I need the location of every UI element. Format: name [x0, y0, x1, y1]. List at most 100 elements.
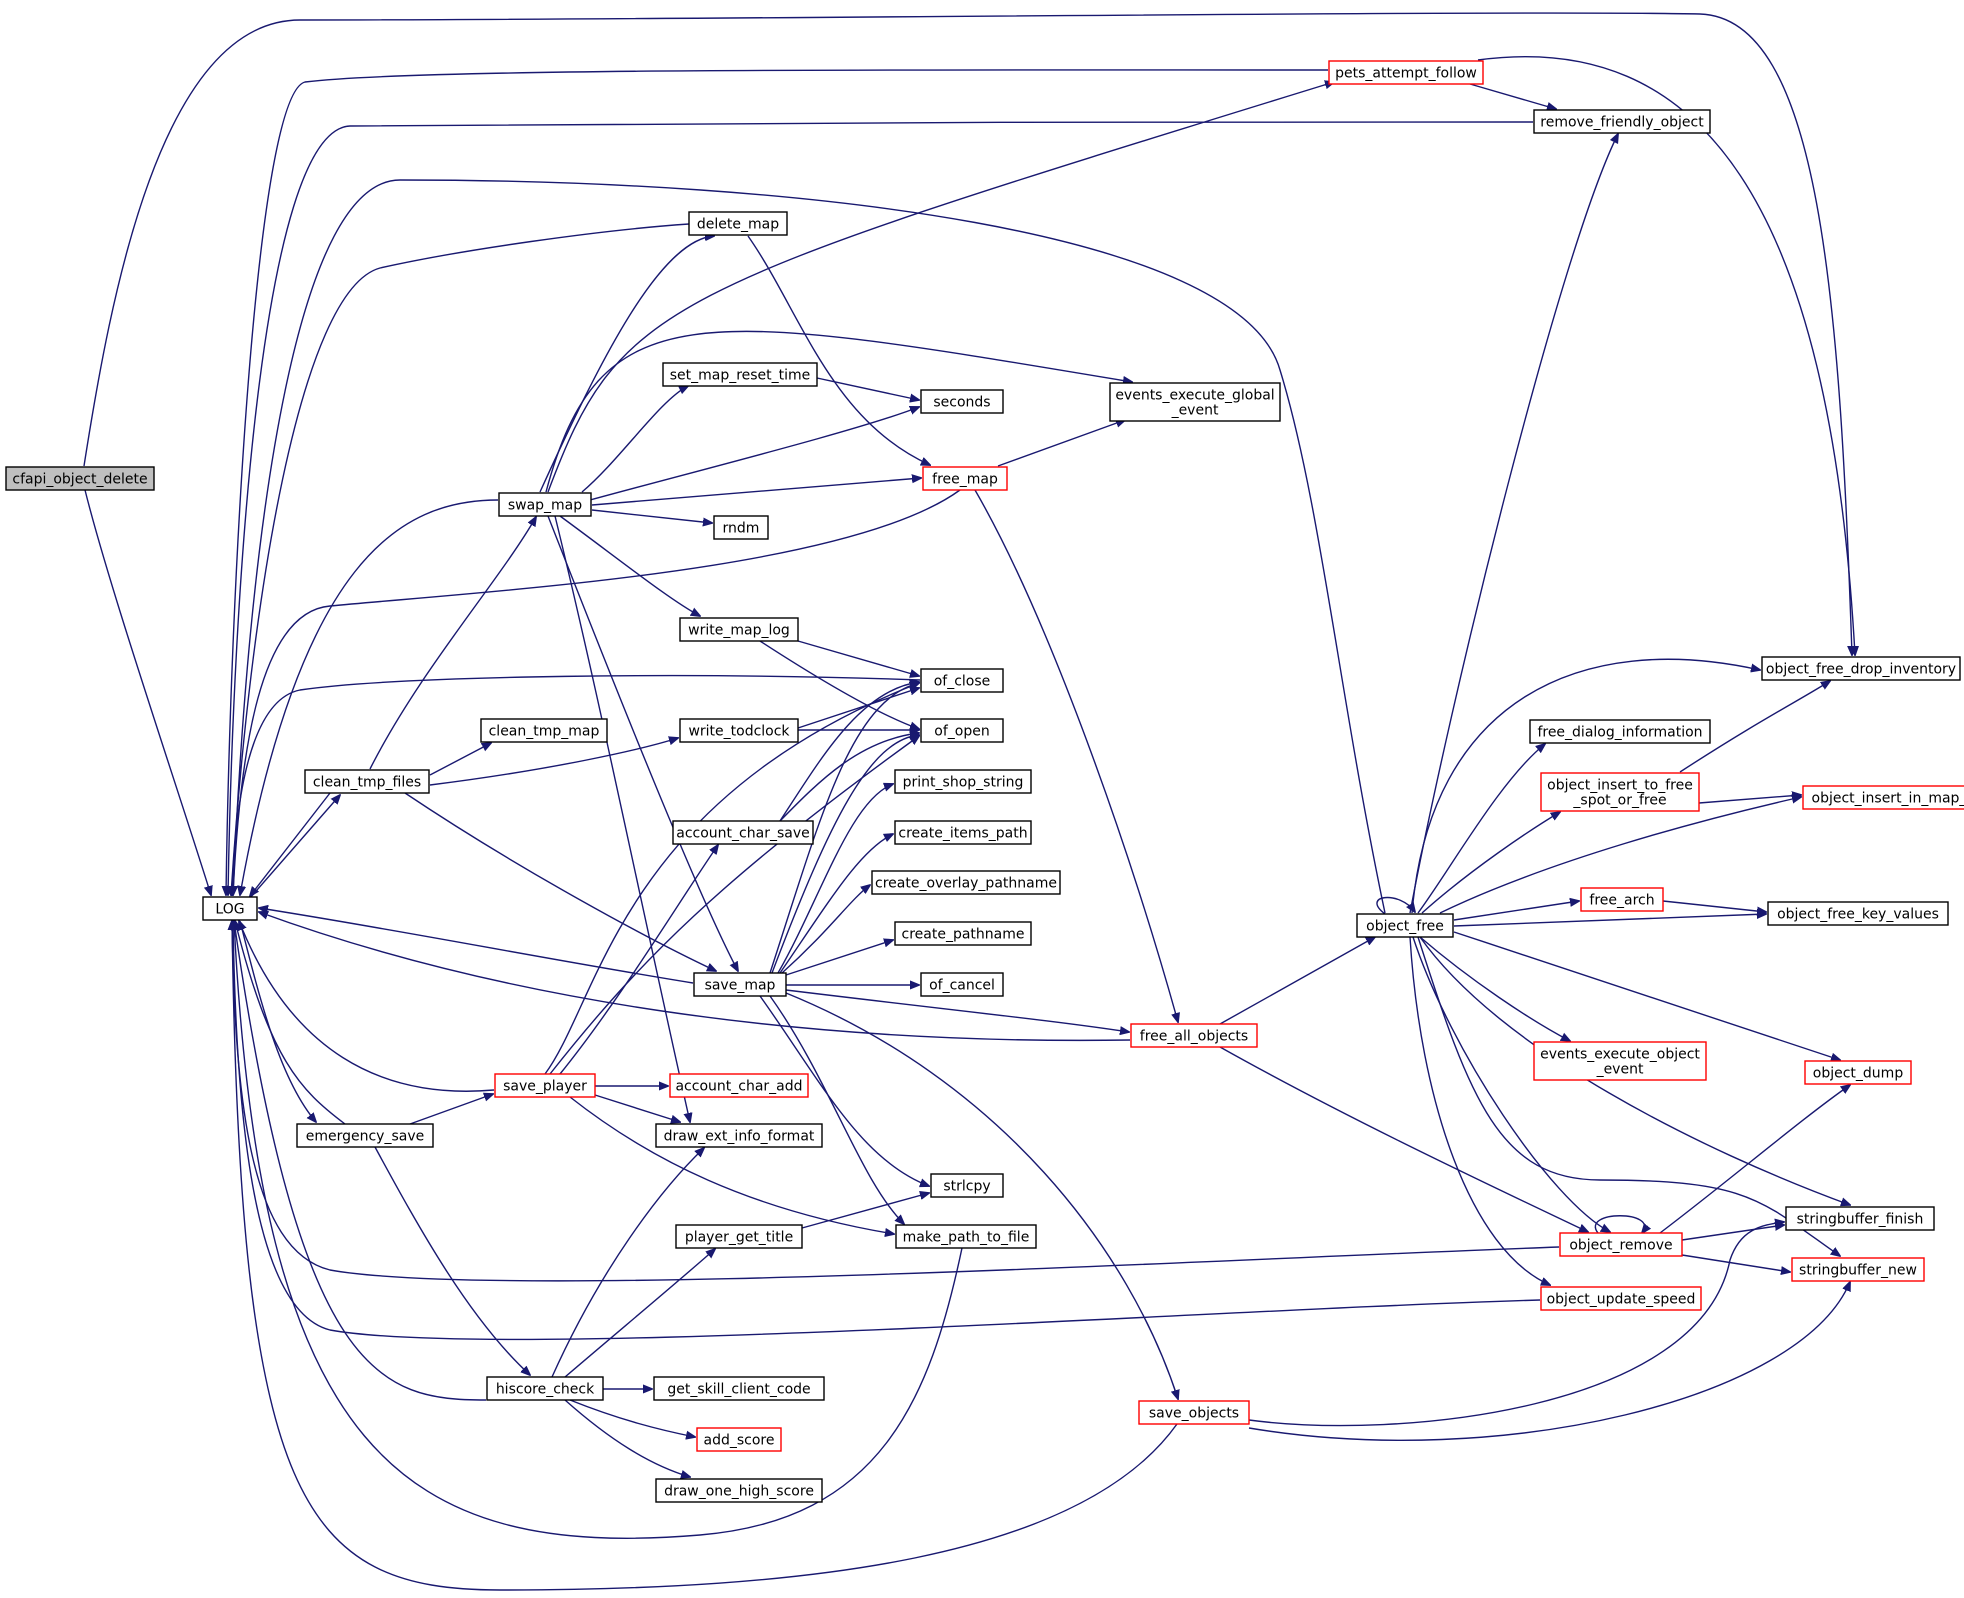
- edge-set_map_reset_time-to-seconds: [816, 377, 919, 400]
- edge-player_get_title-to-strlcpy: [801, 1193, 929, 1229]
- node-box: [679, 617, 799, 642]
- node-label: object_insert_in_map_at: [1812, 791, 1964, 807]
- edge-object_free-to-events_execute_object_event: [1419, 936, 1570, 1041]
- node-of-close[interactable]: of_close: [920, 668, 1004, 693]
- edge-object_free-to-object_free_key_values: [1453, 914, 1766, 927]
- edge-clean_tmp_files-to-write_todclock: [429, 738, 678, 786]
- edge-free_map-to-LOG: [233, 489, 961, 895]
- node-write-todclock[interactable]: write_todclock: [679, 718, 799, 743]
- node-label: account_char_save: [676, 826, 809, 842]
- edge-free_all_objects-to-object_remove: [1219, 1046, 1588, 1232]
- edge-free_map-to-events_execute_global_event: [997, 420, 1125, 467]
- node-label: create_items_path: [898, 826, 1027, 842]
- node-create-items-path[interactable]: create_items_path: [894, 820, 1032, 845]
- node-hiscore-check[interactable]: hiscore_check: [486, 1376, 604, 1401]
- edge-object_free-to-object_remove: [1412, 936, 1610, 1232]
- node-seconds[interactable]: seconds: [920, 389, 1004, 414]
- node-events-execute-object-event[interactable]: events_execute_object_event: [1533, 1041, 1707, 1081]
- node-save-objects[interactable]: save_objects: [1138, 1400, 1250, 1425]
- node-emergency-save[interactable]: emergency_save: [296, 1123, 434, 1148]
- node-print-shop-string[interactable]: print_shop_string: [894, 769, 1032, 794]
- node-label: emergency_save: [306, 1129, 425, 1145]
- node-label: strlcpy: [943, 1179, 990, 1195]
- node-pets-attempt-follow[interactable]: pets_attempt_follow: [1328, 60, 1484, 85]
- edge-swap_map-to-set_map_reset_time: [581, 386, 688, 493]
- node-box: [1761, 656, 1961, 681]
- node-free-all-objects[interactable]: free_all_objects: [1130, 1023, 1258, 1048]
- node-label: free_map: [932, 472, 998, 488]
- edge-save_objects-to-stringbuffer_new: [1248, 1282, 1850, 1441]
- node-draw-ext-info-format[interactable]: draw_ext_info_format: [655, 1123, 823, 1148]
- node-of-cancel[interactable]: of_cancel: [920, 972, 1004, 997]
- edge-save_map-to-LOG: [259, 908, 694, 984]
- node-object-insert-to-free-spot-or-free[interactable]: object_insert_to_free_spot_or_free: [1540, 772, 1700, 812]
- node-strlcpy[interactable]: strlcpy: [930, 1173, 1004, 1198]
- edge-save_player-to-account_char_save: [559, 845, 718, 1075]
- node-box: [296, 1123, 434, 1148]
- node-free-dialog-information[interactable]: free_dialog_information: [1529, 719, 1711, 744]
- node-object-free-drop-inventory[interactable]: object_free_drop_inventory: [1761, 656, 1961, 681]
- node-remove-friendly-object[interactable]: remove_friendly_object: [1533, 109, 1711, 134]
- node-events-execute-global-event[interactable]: events_execute_global_event: [1109, 382, 1281, 422]
- edge-delete_map-to-LOG: [231, 223, 690, 895]
- node-swap-map[interactable]: swap_map: [498, 492, 592, 517]
- edge-save_objects-to-LOG: [232, 921, 1178, 1591]
- edge-save_map-to-create_pathname: [785, 940, 893, 976]
- node-get-skill-client-code[interactable]: get_skill_client_code: [653, 1376, 825, 1401]
- node-stringbuffer-finish[interactable]: stringbuffer_finish: [1785, 1206, 1935, 1231]
- edge-hiscore_check-to-draw_one_high_score: [564, 1399, 690, 1477]
- node-label: of_close: [934, 674, 991, 690]
- edge-swap_map-to-write_map_log: [559, 515, 700, 616]
- node-box: [1785, 1206, 1935, 1231]
- node-free-arch[interactable]: free_arch: [1580, 887, 1664, 912]
- node-clean-tmp-map[interactable]: clean_tmp_map: [480, 718, 608, 743]
- node-label: stringbuffer_new: [1799, 1263, 1917, 1279]
- node-rndm[interactable]: rndm: [713, 515, 769, 540]
- edge-swap_map-to-free_map: [591, 478, 921, 506]
- node-of-open[interactable]: of_open: [920, 718, 1004, 743]
- node-save-map[interactable]: save_map: [693, 972, 787, 997]
- edge-object_remove-to-LOG: [232, 921, 1560, 1282]
- node-make-path-to-file[interactable]: make_path_to_file: [895, 1224, 1037, 1249]
- node-account-char-add[interactable]: account_char_add: [669, 1073, 809, 1098]
- node-box: [1559, 1232, 1683, 1257]
- node-object-remove[interactable]: object_remove: [1559, 1232, 1683, 1257]
- node-object-dump[interactable]: object_dump: [1804, 1060, 1912, 1085]
- node-write-map-log[interactable]: write_map_log: [679, 617, 799, 642]
- node-box: [1802, 785, 1964, 810]
- node-object-free-key-values[interactable]: object_free_key_values: [1767, 901, 1949, 926]
- node-create-overlay-pathname[interactable]: create_overlay_pathname: [871, 870, 1061, 895]
- node-delete-map[interactable]: delete_map: [688, 211, 788, 236]
- edge-hiscore_check-to-add_score: [569, 1399, 695, 1437]
- node-box: [894, 769, 1032, 794]
- node-label: events_execute_object: [1540, 1047, 1700, 1063]
- node-label: _event: [1596, 1062, 1644, 1078]
- edge-cfapi_object_delete-to-object_free_drop_inventory: [83, 12, 1852, 655]
- node-stringbuffer-new[interactable]: stringbuffer_new: [1791, 1257, 1925, 1282]
- node-clean-tmp-files[interactable]: clean_tmp_files: [304, 769, 430, 794]
- edge-swap_map-to-LOG: [240, 499, 499, 895]
- node-save-player[interactable]: save_player: [494, 1073, 596, 1098]
- node-box: [480, 718, 608, 743]
- edge-save_map-to-of_open: [771, 735, 919, 974]
- node-object-free[interactable]: object_free: [1356, 913, 1454, 938]
- node-free-map[interactable]: free_map: [922, 466, 1008, 491]
- node-account-char-save[interactable]: account_char_save: [672, 820, 814, 845]
- edge-object_free-to-object_update_speed: [1409, 936, 1550, 1285]
- edge-remove_friendly_object-to-LOG: [228, 121, 1534, 895]
- edge-emergency_save-to-save_player: [409, 1094, 493, 1125]
- node-add-score[interactable]: add_score: [696, 1427, 782, 1452]
- node-label: save_player: [503, 1079, 587, 1095]
- node-label: object_free_drop_inventory: [1766, 662, 1956, 678]
- node-set-map-reset-time[interactable]: set_map_reset_time: [662, 362, 818, 387]
- node-LOG[interactable]: LOG: [202, 896, 258, 921]
- node-create-pathname[interactable]: create_pathname: [894, 921, 1032, 946]
- node-box: [920, 972, 1004, 997]
- node-object-insert-in-map-at[interactable]: object_insert_in_map_at: [1802, 785, 1964, 810]
- edge-write_todclock-to-of_close: [797, 688, 919, 729]
- node-player-get-title[interactable]: player_get_title: [675, 1224, 803, 1249]
- node-cfapi-object-delete[interactable]: cfapi_object_delete: [5, 466, 155, 491]
- node-object-update-speed[interactable]: object_update_speed: [1540, 1286, 1702, 1311]
- node-draw-one-high-score[interactable]: draw_one_high_score: [655, 1478, 823, 1503]
